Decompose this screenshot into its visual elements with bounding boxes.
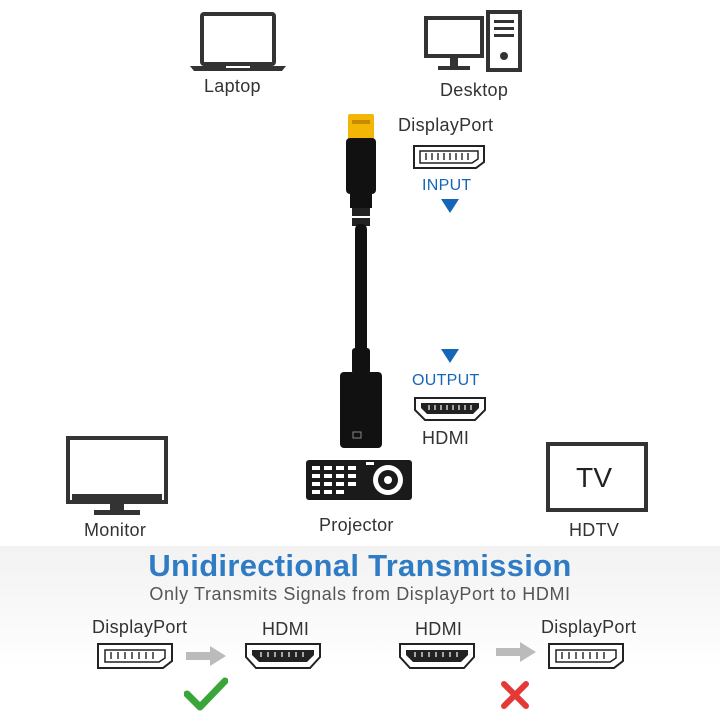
supported-from-label: DisplayPort [92,617,188,637]
projector-icon [304,456,414,504]
hdmi-icon [413,396,487,422]
arrow-down-icon [441,349,459,363]
laptop-icon [186,10,290,72]
hdmi-icon [398,642,476,670]
arrow-right-icon [186,646,226,666]
input-label: INPUT [422,177,472,194]
unsupported-from-label: HDMI [415,619,463,639]
transmission-panel [0,546,720,720]
arrow-down-icon [441,199,459,213]
supported-to-label: HDMI [262,619,310,639]
check-icon [184,677,228,711]
desktop-label: Desktop [440,80,509,100]
hdtv-label: HDTV [569,520,620,540]
hdmi-icon [244,642,322,670]
unsupported-to-label: DisplayPort [541,617,637,637]
page-subtitle: Only Transmits Signals from DisplayPort … [149,584,571,604]
tv-screen-text: TV [576,462,613,493]
page-title: Unidirectional Transmission [148,548,572,583]
output-port-label: HDMI [422,428,470,448]
monitor-icon [66,436,168,518]
arrow-right-icon [496,642,536,662]
displayport-icon [96,642,174,670]
adapter-cable [330,112,390,452]
input-port-label: DisplayPort [398,115,494,135]
monitor-label: Monitor [84,520,147,540]
displayport-icon [412,144,486,170]
displayport-icon [547,642,625,670]
projector-label: Projector [319,515,394,535]
desktop-icon [422,10,524,74]
connector-gold [348,114,374,140]
output-label: OUTPUT [412,372,480,389]
cross-icon [499,679,531,711]
laptop-label: Laptop [204,76,261,96]
tv-icon [546,442,648,514]
